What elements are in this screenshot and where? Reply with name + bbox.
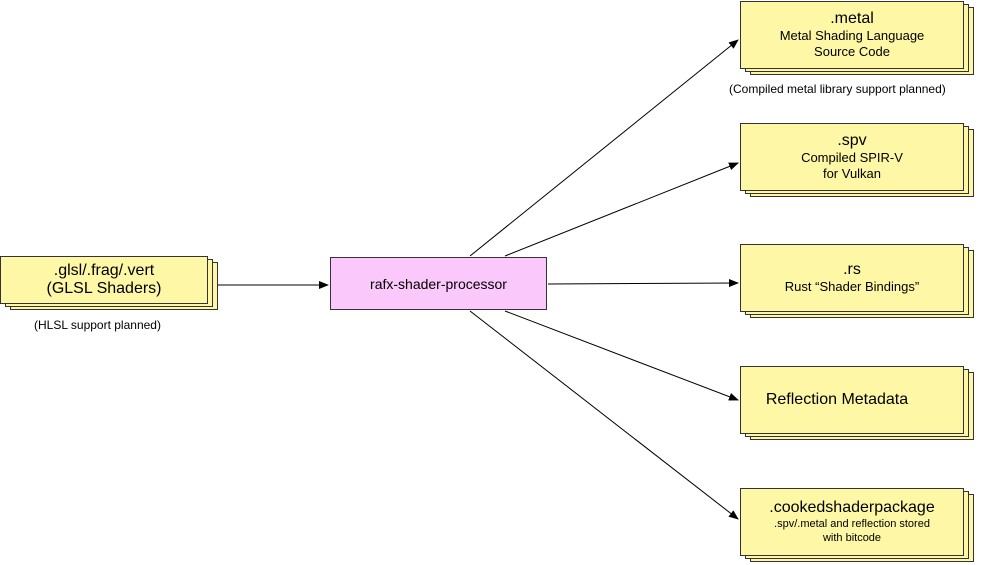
card-layer-front: .rs Rust “Shader Bindings” xyxy=(740,244,964,312)
output-node-metal: .metal Metal Shading Language Source Cod… xyxy=(740,1,976,77)
output-title: Reflection Metadata xyxy=(765,391,909,408)
card-layer-front: .glsl/.frag/.vert (GLSL Shaders) xyxy=(0,256,208,304)
output-title: .cookedshaderpackage xyxy=(769,499,935,516)
input-node: .glsl/.frag/.vert (GLSL Shaders) xyxy=(0,256,220,312)
output-node-cookedshaderpackage: .cookedshaderpackage .spv/.metal and ref… xyxy=(740,488,976,564)
output-node-reflection: Reflection Metadata xyxy=(740,366,976,442)
arrow-to-rs xyxy=(547,279,739,288)
output-title: .rs xyxy=(843,261,861,278)
output-line: .spv/.metal and reflection stored xyxy=(774,518,930,530)
arrow-to-reflection xyxy=(504,310,739,401)
arrow-to-cookedshaderpackage xyxy=(469,310,739,520)
output-node-rs: .rs Rust “Shader Bindings” xyxy=(740,244,976,320)
card-layer-front: .spv Compiled SPIR-V for Vulkan xyxy=(740,123,964,191)
input-title: .glsl/.frag/.vert xyxy=(53,262,155,279)
input-note: (HLSL support planned) xyxy=(34,318,161,332)
output-line: Metal Shading Language xyxy=(779,28,925,43)
output-title: .spv xyxy=(837,132,867,149)
output-line: Rust “Shader Bindings” xyxy=(784,279,920,294)
arrow-to-metal xyxy=(469,39,739,257)
output-line: with bitcode xyxy=(822,532,882,544)
metal-note: (Compiled metal library support planned) xyxy=(729,82,946,96)
output-line: Source Code xyxy=(814,44,890,59)
input-subtitle: (GLSL Shaders) xyxy=(46,280,162,297)
processor-node: rafx-shader-processor xyxy=(330,257,547,310)
output-node-spv: .spv Compiled SPIR-V for Vulkan xyxy=(740,123,976,199)
card-layer-front: .cookedshaderpackage .spv/.metal and ref… xyxy=(740,488,964,556)
card-layer-front: .metal Metal Shading Language Source Cod… xyxy=(740,1,964,69)
output-title: .metal xyxy=(830,10,874,27)
processor-label: rafx-shader-processor xyxy=(370,275,507,292)
arrow-to-spv xyxy=(504,162,739,257)
card-layer-front: Reflection Metadata xyxy=(740,366,964,434)
output-line: Compiled SPIR-V xyxy=(801,150,903,165)
output-line: for Vulkan xyxy=(822,166,882,181)
